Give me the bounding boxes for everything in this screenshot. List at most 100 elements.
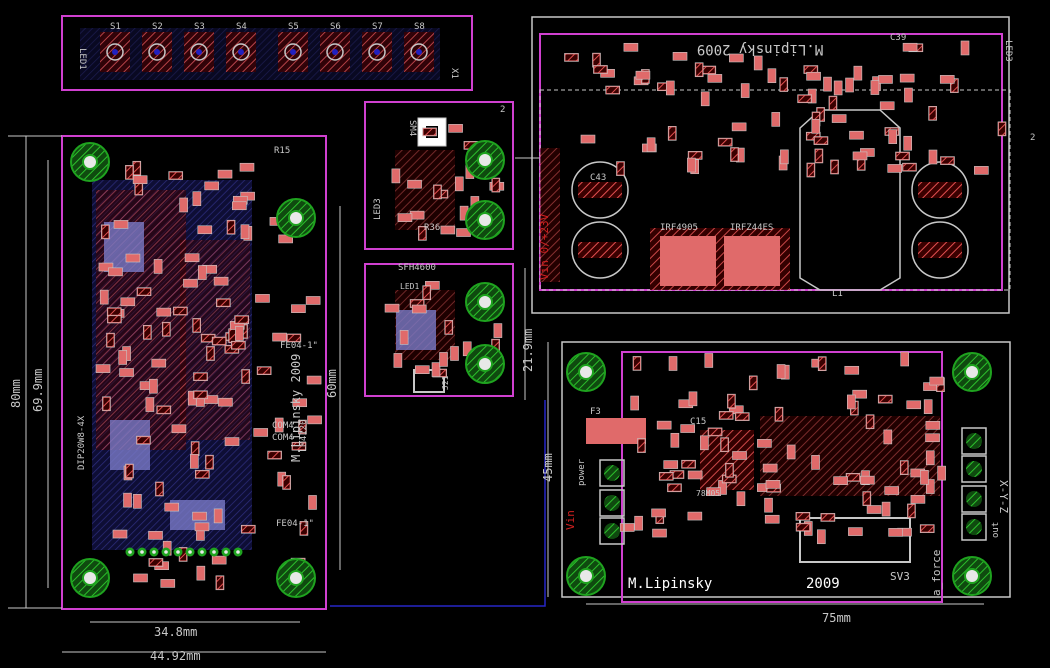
smd-part [156,307,172,317]
smd-part [153,259,163,274]
smd-part [845,77,854,93]
smd-part [132,175,148,185]
smd-part [123,492,132,508]
midtop-label-led3: LED3 [373,198,383,220]
header-pin-hole [176,550,180,554]
smd-part [762,463,778,473]
header-pin-hole [164,550,168,554]
smd-part [234,315,250,324]
smd-part [795,512,811,521]
smd-part [133,573,148,583]
smd-part [817,356,827,372]
terminal-block [961,513,987,541]
header-pin-hole [128,550,132,554]
smd-part [925,433,940,443]
smd-part [634,515,643,531]
smd-part [919,524,935,533]
smd-part [811,455,820,470]
rt-label-c39: C39 [890,33,906,43]
smd-part [780,149,789,165]
switch-s7: S7 [362,22,392,72]
smd-part [444,320,454,335]
smd-part [729,53,744,63]
smd-part [902,42,918,52]
smd-part [651,508,666,518]
smd-part [217,169,233,179]
smd-part [286,333,302,343]
smd-part [623,42,639,52]
switch-label: S3 [194,22,205,32]
rb-label-sv3: SV3 [890,570,910,583]
smd-part [635,70,651,80]
smd-part [450,346,459,361]
switch-s2: S2 [142,22,172,72]
smd-part [779,77,789,92]
smd-part [580,134,596,144]
smd-part [218,397,233,407]
smd-part [701,65,717,75]
smd-part [900,351,910,367]
smd-part [211,555,227,565]
smd-part [888,129,898,144]
smd-part [292,398,308,408]
smd-part [136,435,151,445]
rb-label-out: out [991,522,1001,538]
smd-part [667,483,682,493]
terminal-block [599,517,625,545]
smd-part [143,324,152,340]
smd-part [740,83,750,98]
header-pin-hole [152,550,156,554]
mounting-hole [952,352,992,392]
smd-part [704,353,714,368]
dim-34: 34.8mm [154,625,197,639]
smd-part [190,441,200,456]
smd-part [630,395,639,411]
switch-s4: S4 [226,22,256,72]
smd-part [197,225,213,235]
smd-part [849,130,864,140]
terminal-block [599,459,625,487]
smd-part [193,390,208,400]
smd-part [564,53,579,62]
switch-s5: S5 [278,22,308,72]
smd-part [718,411,734,420]
rb-label-xyz: X-Y-Z [997,480,1010,513]
smd-part [454,176,464,192]
smd-part [448,124,463,133]
rb-label-aforce: a_force [930,550,943,596]
x1-label: X1 [449,68,459,79]
mounting-hole [276,558,316,598]
smd-part [306,375,322,385]
smd-part [694,62,704,78]
smd-part [757,439,772,448]
rb-label-c15: C15 [690,417,706,427]
smd-part [235,326,244,341]
smd-part [632,356,642,371]
smd-part [920,470,929,485]
smd-part [879,101,895,111]
smd-part [813,136,829,145]
terminal-block [961,455,987,483]
smd-part [433,184,442,200]
smd-part [666,80,675,96]
smd-part [414,365,430,375]
smd-part [240,524,256,534]
smd-part [774,406,784,422]
terminal-block [961,485,987,513]
smd-part [817,529,826,545]
smd-part [806,71,821,81]
smd-part [928,106,937,121]
smd-part [162,321,171,337]
smd-part [224,437,240,446]
smd-part [308,495,317,510]
terminal-block [599,489,625,517]
smd-part [720,437,729,453]
right-bottom-board: M.Lipinsky 2009 F3 power C15 SV3 out Vin… [561,341,1011,603]
header-pin-hole [200,550,204,554]
rt-title: M.Lipinsky 2009 [697,41,823,57]
smd-part [928,149,938,165]
smd-part [870,80,880,95]
smd-part [845,473,861,482]
smd-part [646,137,656,153]
smd-part [305,296,321,305]
